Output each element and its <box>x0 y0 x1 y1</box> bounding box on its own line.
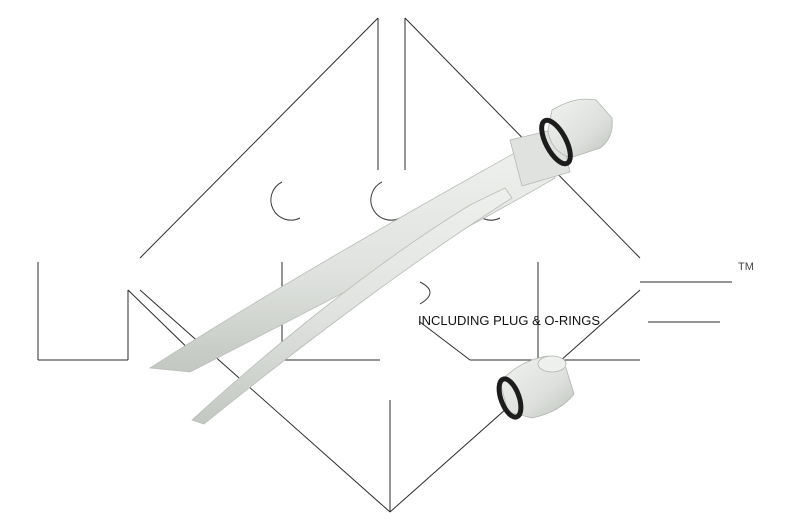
tube-o-ring <box>539 117 573 167</box>
logo-letter-r <box>419 321 471 361</box>
logo-diamond-edge <box>139 17 379 259</box>
logo-arc <box>270 181 301 221</box>
plug-o-ring <box>496 376 524 420</box>
logo-letter-r <box>419 281 431 305</box>
plug-top <box>537 355 567 373</box>
logo-arc <box>370 181 401 221</box>
logo-diamond-edge <box>139 289 391 513</box>
trademark-mark: TM <box>738 261 754 273</box>
caption-text: INCLUDING PLUG & O-RINGS <box>418 313 600 328</box>
plug <box>496 355 575 420</box>
filler-tube <box>148 98 613 425</box>
tube-rod <box>191 187 513 425</box>
tube-body <box>148 149 556 373</box>
tube-cap <box>547 98 613 159</box>
